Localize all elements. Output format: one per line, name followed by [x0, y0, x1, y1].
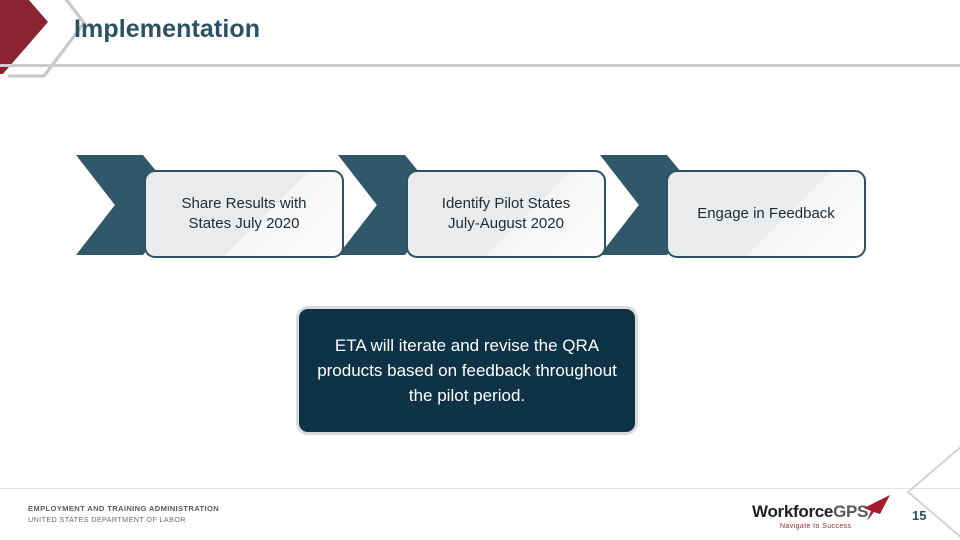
- callout-text: ETA will iterate and revise the QRA prod…: [317, 335, 617, 406]
- process-step-1-line2: States July 2020: [188, 215, 300, 232]
- page-number: 15: [912, 508, 927, 523]
- page-title: Implementation: [74, 15, 261, 43]
- workforcegps-tagline: Navigate to Success: [780, 523, 852, 530]
- workforcegps-wordmark: WorkforceGPS: [752, 502, 868, 522]
- header-divider: [0, 64, 960, 67]
- page-corner-chevron-icon: [906, 446, 960, 538]
- process-flow: Share Results with States July 2020 Iden…: [0, 155, 960, 265]
- process-step-2[interactable]: Identify Pilot States July-August 2020: [406, 170, 606, 258]
- callout-box: ETA will iterate and revise the QRA prod…: [296, 306, 638, 435]
- workforcegps-logo: WorkforceGPS Navigate to Success: [752, 495, 892, 536]
- corner-chevron-outline-icon: [8, 0, 86, 78]
- process-step-2-line2: July-August 2020: [448, 215, 564, 232]
- dol-agency-line1: EMPLOYMENT AND TRAINING ADMINISTRATION: [28, 504, 220, 513]
- process-step-1-line1: Share Results with: [181, 194, 307, 212]
- workforcegps-word-workforce: Workforce: [752, 502, 834, 521]
- dol-agency-logo: EMPLOYMENT AND TRAINING ADMINISTRATION U…: [28, 504, 219, 524]
- footer-divider: [0, 488, 960, 489]
- workforcegps-arrow-icon: [864, 495, 890, 521]
- process-step-3[interactable]: Engage in Feedback: [666, 170, 866, 258]
- process-step-2-line1: Identify Pilot States: [441, 194, 571, 212]
- process-step-3-line1: Engage in Feedback: [697, 204, 835, 222]
- dol-agency-line2: UNITED STATES DEPARTMENT OF LABOR: [28, 515, 186, 524]
- process-step-1[interactable]: Share Results with States July 2020: [144, 170, 344, 258]
- workforcegps-word-gps: GPS: [833, 502, 869, 521]
